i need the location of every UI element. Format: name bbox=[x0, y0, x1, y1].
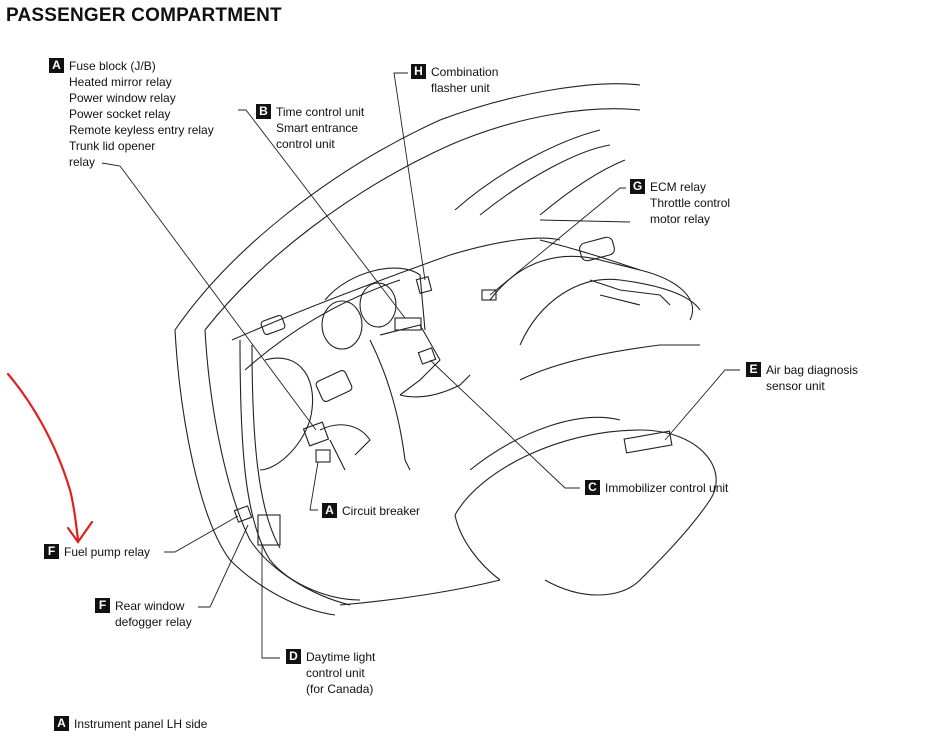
gauge-right bbox=[359, 282, 397, 328]
door-edge bbox=[239, 339, 361, 601]
callout-g-ecm-relay: G ECM relay Throttle control motor relay bbox=[630, 179, 730, 227]
callout-badge-a: A bbox=[49, 58, 64, 73]
leader-b bbox=[238, 109, 406, 319]
callout-badge-d: D bbox=[286, 649, 301, 664]
callout-f-rear-defogger: F Rear window defogger relay bbox=[95, 598, 192, 630]
callout-d-daytime-light: D Daytime light control unit (for Canada… bbox=[286, 649, 375, 697]
callout-badge-h: H bbox=[411, 64, 426, 79]
leader-e bbox=[664, 369, 740, 441]
callout-badge-g: G bbox=[630, 179, 645, 194]
relay-e bbox=[623, 430, 673, 454]
callout-a-circuit-breaker: A Circuit breaker bbox=[322, 503, 420, 519]
callout-badge-b: B bbox=[256, 104, 271, 119]
leader-f-rear bbox=[198, 524, 249, 608]
callout-f-fuel-pump-relay: F Fuel pump relay bbox=[44, 544, 150, 560]
gauge-left bbox=[321, 300, 363, 350]
callout-c-immobilizer: C Immobilizer control unit bbox=[585, 480, 728, 496]
callout-badge-a-cb: A bbox=[322, 503, 337, 518]
relay-b bbox=[394, 317, 422, 331]
relay-g bbox=[481, 289, 497, 301]
relay-h bbox=[415, 276, 433, 294]
callout-a-instrument-panel: A Instrument panel LH side bbox=[54, 716, 207, 732]
circuit-breaker bbox=[315, 449, 331, 463]
vent-left bbox=[315, 370, 353, 402]
callout-badge-c: C bbox=[585, 480, 600, 495]
callout-b-time-control-unit: B Time control unit Smart entrance contr… bbox=[256, 104, 364, 152]
leader-f-fuel bbox=[164, 515, 239, 553]
callout-badge-e: E bbox=[746, 362, 761, 377]
steering-area bbox=[259, 357, 314, 471]
vent-right bbox=[579, 236, 615, 262]
leader-g bbox=[489, 187, 626, 296]
leader-d bbox=[261, 545, 280, 659]
windshield-frame bbox=[174, 83, 641, 331]
windshield-inner bbox=[204, 108, 641, 331]
relay-a bbox=[302, 421, 330, 447]
callout-badge-f-rear: F bbox=[95, 598, 110, 613]
page-title: PASSENGER COMPARTMENT bbox=[6, 5, 282, 26]
leader-a-cb bbox=[309, 461, 319, 511]
callout-h-combination-flasher: H Combination flasher unit bbox=[411, 64, 498, 96]
a-pillar bbox=[174, 329, 336, 616]
windshield-top bbox=[454, 129, 601, 211]
callout-e-air-bag-sensor: E Air bag diagnosis sensor unit bbox=[746, 362, 858, 394]
leader-c bbox=[429, 359, 580, 489]
dash-top bbox=[231, 237, 561, 341]
red-annotation-arrow bbox=[6, 372, 94, 544]
seat bbox=[454, 429, 717, 596]
windshield-top-2 bbox=[479, 144, 611, 216]
callout-badge-a-bottom: A bbox=[54, 716, 69, 731]
center-console bbox=[369, 339, 411, 471]
daytime-unit bbox=[257, 514, 281, 546]
relay-c bbox=[417, 347, 437, 365]
callout-a-fuse-block: A Fuse block (J/B) Heated mirror relay P… bbox=[49, 58, 214, 170]
callout-badge-f-fuel: F bbox=[44, 544, 59, 559]
leader-h bbox=[393, 72, 426, 281]
leader-a-top bbox=[101, 162, 317, 431]
